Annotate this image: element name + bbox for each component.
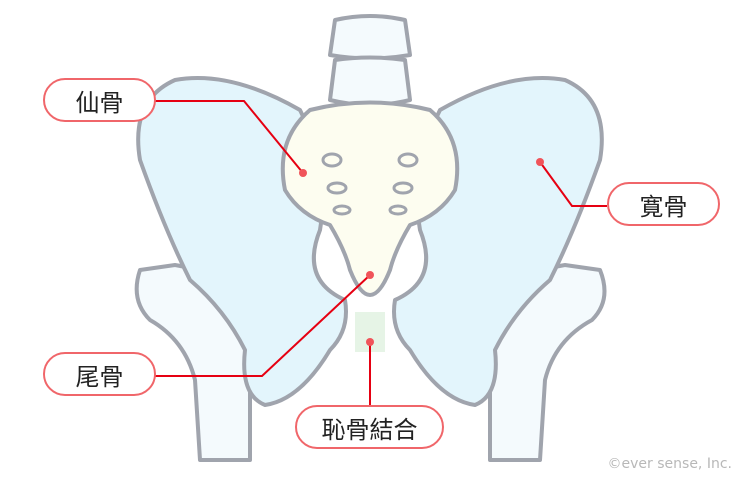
sacrum-label: 仙骨: [43, 78, 156, 122]
hip-bone-leader-line: [539, 161, 607, 207]
sacrum-bone: [280, 100, 460, 297]
coccyx-marker-dot: [366, 271, 374, 279]
sacrum-leader-line: [155, 100, 304, 174]
pubic-symphysis-label: 恥骨結合: [295, 405, 444, 449]
pubic-symphysis-marker-dot: [366, 338, 374, 346]
hip-bone-marker-dot: [536, 158, 544, 166]
copyright-notice: ©ever sense, Inc.: [607, 456, 732, 472]
coccyx-label: 尾骨: [43, 352, 156, 396]
hip-bone-label: 寛骨: [607, 182, 720, 226]
coccyx-leader-line: [155, 274, 371, 377]
lumbar-vertebra-lower: [328, 55, 412, 107]
sacrum-marker-dot: [299, 169, 307, 177]
lumbar-vertebra-upper: [328, 14, 412, 61]
